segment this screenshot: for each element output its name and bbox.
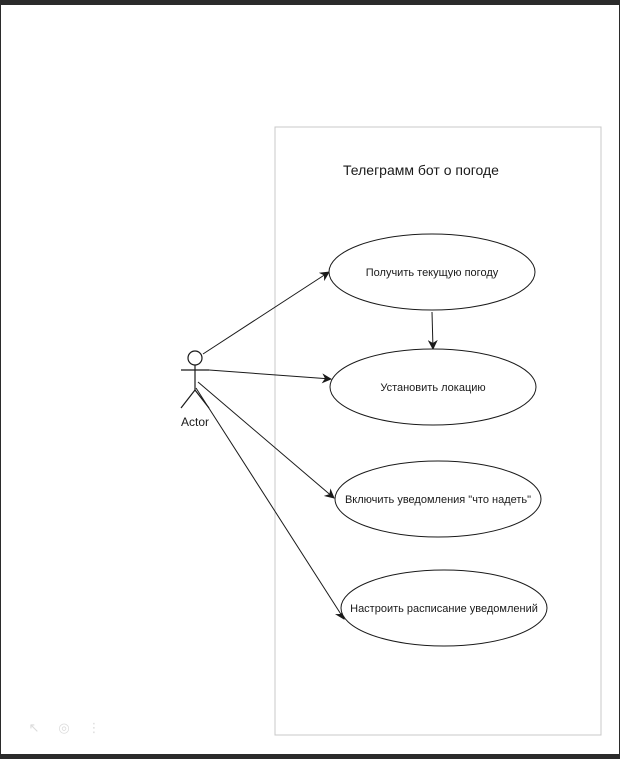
use-case-label: Установить локацию (380, 382, 485, 394)
actor-label: Actor (181, 415, 209, 429)
system-boundary[interactable] (274, 126, 602, 736)
eye-icon[interactable]: ◎ (58, 720, 70, 736)
window-left-border (0, 5, 1, 754)
actor-figure[interactable] (180, 350, 210, 409)
association-arrow-set-location[interactable] (208, 369, 332, 384)
floating-toolbar: ↖ ◎ ⋮ (18, 716, 116, 740)
association-arrow-enable-notifications[interactable] (197, 381, 335, 499)
use-case-label: Получить текущую погоду (366, 267, 499, 279)
use-case-get-weather[interactable]: Получить текущую погоду (328, 233, 536, 311)
pointer-icon[interactable]: ↖ (28, 720, 40, 736)
use-case-label: Настроить расписание уведомлений (350, 603, 538, 615)
association-arrow-get-weather[interactable] (202, 271, 330, 355)
use-case-label: Включить уведомления "что надеть" (345, 494, 531, 506)
use-case-enable-notifications[interactable]: Включить уведомления "что надеть" (334, 460, 542, 538)
window-top-border (0, 0, 620, 5)
use-case-set-location[interactable]: Установить локацию (329, 348, 537, 426)
window-bottom-border (0, 754, 620, 759)
more-vertical-icon[interactable]: ⋮ (87, 720, 101, 736)
system-title: Телеграмм бот о погоде (343, 162, 499, 178)
use-case-schedule-notifications[interactable]: Настроить расписание уведомлений (340, 569, 548, 647)
association-arrow-schedule-notifications[interactable] (195, 387, 345, 620)
dependency-arrow-weather-to-location[interactable] (427, 311, 438, 350)
